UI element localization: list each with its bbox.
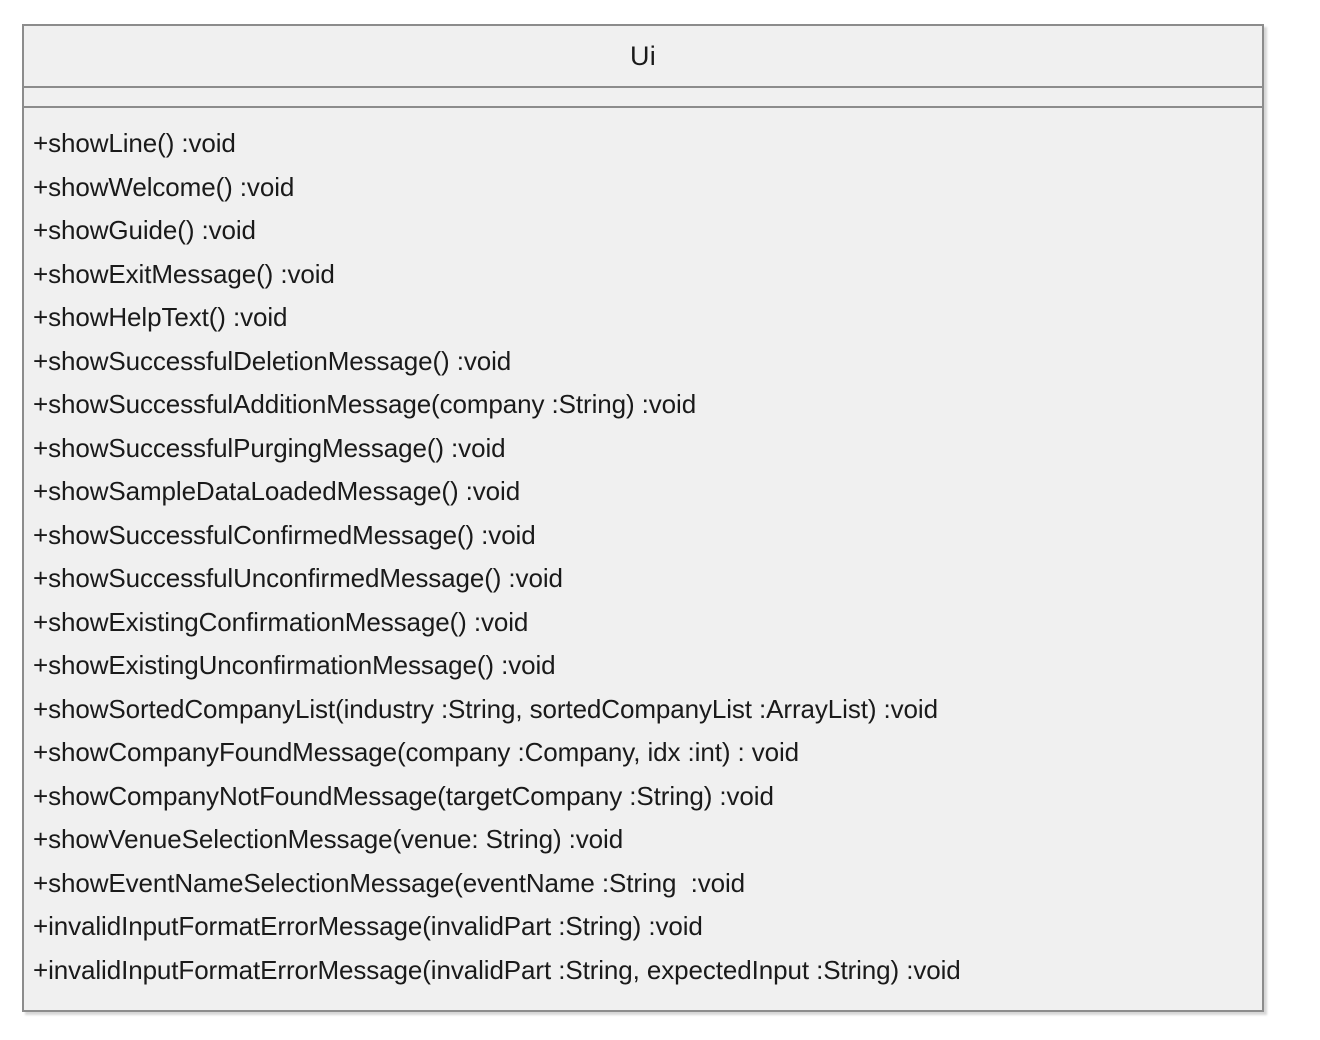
uml-operation-row: +showSuccessfulDeletionMessage() :void: [33, 345, 512, 376]
uml-attributes-compartment: [24, 88, 1262, 108]
uml-operations-compartment: +showLine() :void +showWelcome() :void +sh…: [24, 108, 1262, 1010]
uml-operation-row: +showWelcome() :void: [33, 171, 295, 202]
uml-operation-row: +invalidInputFormatErrorMessage(invalidP…: [33, 911, 703, 941]
uml-operation-row: +showHelpText() :void: [33, 302, 288, 332]
uml-operation-row: +showSuccessfulAdditionMessage(company :…: [33, 389, 697, 419]
uml-operation-row: +showExistingUnconfirmationMessage() :vo…: [33, 650, 556, 680]
uml-class-name: Ui: [630, 40, 656, 71]
uml-operation-list: +showLine() :void +showWelcome() :void +sh…: [33, 122, 1254, 992]
uml-operation-row: +showGuide() :void: [33, 215, 256, 245]
uml-operation-row: +showVenueSelectionMessage(venue: String…: [33, 824, 624, 854]
uml-operation-row: +showExistingConfirmationMessage() :void: [33, 606, 529, 637]
uml-operation-row: +showSuccessfulConfirmedMessage() :void: [33, 519, 536, 550]
uml-operation-row: +showCompanyNotFoundMessage(targetCompan…: [33, 780, 774, 811]
uml-operation-row: +showLine() :void: [33, 128, 236, 158]
uml-operation-row: +showExitMessage() :void: [33, 258, 335, 289]
uml-operation-row: +invalidInputFormatErrorMessage(invalidP…: [33, 954, 961, 985]
uml-operation-row: +showEventNameSelectionMessage(eventName…: [33, 867, 746, 898]
uml-operation-row: +showSuccessfulPurgingMessage() :void: [33, 432, 506, 463]
uml-class-box-ui[interactable]: Ui +showLine() :void +showWelcome() :void…: [22, 24, 1264, 1012]
uml-operation-row: +showSuccessfulUnconfirmedMessage() :voi…: [33, 563, 563, 593]
uml-operation-row: +showSortedCompanyList(industry :String,…: [33, 693, 938, 724]
uml-name-compartment: Ui: [24, 26, 1262, 88]
uml-operation-row: +showCompanyFoundMessage(company :Compan…: [33, 737, 800, 767]
uml-operation-row: +showSampleDataLoadedMessage() :void: [33, 476, 521, 506]
